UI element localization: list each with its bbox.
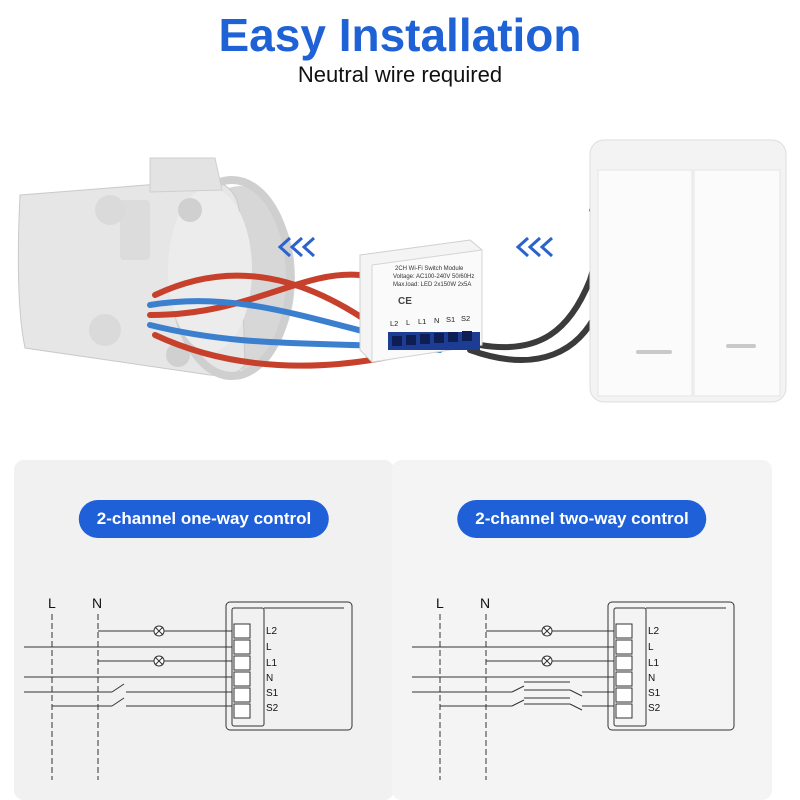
lamp-icon [153, 625, 165, 637]
terminal-label-s2: S2 [648, 703, 661, 714]
supply-label-n: N [480, 595, 490, 611]
terminal-label-l: L [266, 642, 272, 653]
supply-label-l: L [436, 595, 444, 611]
terminal-label-l1: L1 [648, 658, 660, 669]
page-subtitle: Neutral wire required [297, 62, 503, 87]
terminal-label-s2: S2 [266, 703, 279, 714]
installation-scene: 2CH Wi-Fi Switch Module Voltage: AC100-2… [0, 100, 800, 440]
wiring-diagram: L N [412, 595, 735, 780]
switch-module: 2CH Wi-Fi Switch Module Voltage: AC100-2… [359, 239, 483, 363]
terminal-label-l2: L2 [648, 626, 660, 637]
module-outline [607, 601, 735, 731]
wall-switch [589, 139, 787, 403]
terminal-label-l2: L2 [266, 626, 278, 637]
terminal-label-s1: S1 [266, 688, 279, 699]
module-terminal-l2: L2 [390, 319, 398, 328]
module-terminal-l1: L1 [418, 317, 426, 326]
diagram-panel-one-way: 2-channel one-way control L N [14, 460, 394, 800]
module-terminal-s2: S2 [461, 314, 470, 323]
panel-heading: 2-channel one-way control [78, 500, 330, 538]
terminal-label-n: N [266, 673, 273, 684]
junction-box [17, 157, 295, 380]
lamp-icon [153, 655, 165, 667]
module-terminal-n: N [434, 316, 439, 325]
terminal-label-s1: S1 [648, 688, 661, 699]
diagram-panel-two-way: 2-channel two-way control L N [392, 460, 772, 800]
module-terminal-l: L [406, 318, 410, 327]
panel-heading: 2-channel two-way control [457, 500, 707, 538]
terminal-label-l: L [648, 642, 654, 653]
lamp-icon [541, 625, 553, 637]
left-arrows-icon [277, 236, 316, 258]
supply-label-l: L [48, 595, 56, 611]
ce-mark-icon: CE [398, 296, 412, 307]
module-label-line2: Voltage: AC100-240V 50/60Hz [393, 274, 474, 280]
supply-label-n: N [92, 595, 102, 611]
right-arrows-icon [515, 236, 554, 258]
terminal-label-l1: L1 [266, 658, 278, 669]
module-terminal-s1: S1 [446, 315, 455, 324]
terminal-label-n: N [648, 673, 655, 684]
module-label-line3: Max.load: LED 2x150W 2x5A [393, 282, 471, 288]
module-label-line1: 2CH Wi-Fi Switch Module [395, 266, 464, 272]
wiring-diagram: L N L2 L L1 [24, 595, 353, 780]
lamp-icon [541, 655, 553, 667]
page-title: Easy Installation [218, 9, 582, 61]
module-outline [225, 601, 353, 731]
